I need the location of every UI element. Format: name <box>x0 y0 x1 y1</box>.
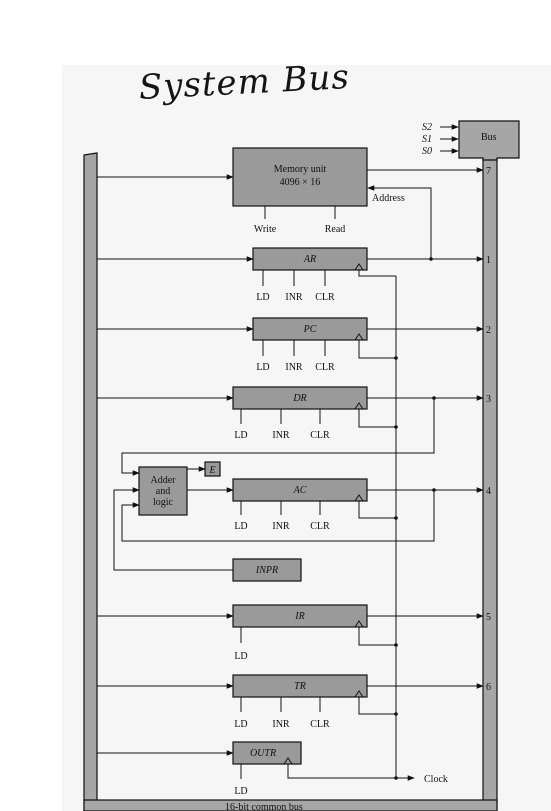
register-outr-label: OUTR <box>250 748 276 759</box>
register-ar-ld: LD <box>256 292 269 303</box>
clock-line: Clock <box>395 276 448 785</box>
bus-select-box <box>458 120 520 161</box>
memory-write-label: Write <box>254 224 277 235</box>
bus-number-6: 6 <box>486 682 491 693</box>
register-ar-clr: CLR <box>315 292 335 303</box>
register-pc: PC LD INR CLR <box>97 317 484 373</box>
register-ar-inr: INR <box>285 292 303 303</box>
register-outr-ld: LD <box>234 786 247 797</box>
adder-line1: Adder <box>151 475 177 486</box>
bus-number-3: 3 <box>486 394 491 405</box>
register-outr: OUTR LD <box>97 741 415 797</box>
register-ac-inr: INR <box>272 521 290 532</box>
register-pc-clr: CLR <box>315 362 335 373</box>
register-tr: TR LD INR CLR <box>97 674 484 730</box>
register-inpr-label: INPR <box>255 565 278 576</box>
register-tr-inr: INR <box>272 719 290 730</box>
left-bus-column <box>83 152 98 811</box>
select-s2: S2 <box>422 122 432 133</box>
register-ir-label: IR <box>294 611 304 622</box>
bus-number-2: 2 <box>486 325 491 336</box>
bus-number-1: 1 <box>486 255 491 266</box>
memory-address-label: Address <box>372 193 405 204</box>
register-tr-clr: CLR <box>310 719 330 730</box>
register-ir: IR LD <box>97 604 484 662</box>
register-pc-ld: LD <box>256 362 269 373</box>
register-tr-label: TR <box>294 681 306 692</box>
common-bus-caption: 16-bit common bus <box>225 802 303 811</box>
register-ac-clr: CLR <box>310 521 330 532</box>
bus-number-7: 7 <box>486 166 491 177</box>
bus-numbers: 7 1 2 3 4 5 6 <box>486 166 491 693</box>
select-s0: S0 <box>422 146 432 157</box>
register-dr-inr: INR <box>272 430 290 441</box>
memory-unit: Memory unit 4096 × 16 Write Read Address <box>97 147 484 259</box>
register-pc-label: PC <box>303 324 317 335</box>
register-dr-ld: LD <box>234 430 247 441</box>
register-ir-ld: LD <box>234 651 247 662</box>
memory-size-label: 4096 × 16 <box>280 177 321 188</box>
adder-line3: logic <box>153 497 174 508</box>
register-ac-ld: LD <box>234 521 247 532</box>
register-ar-label: AR <box>303 254 316 265</box>
memory-unit-label: Memory unit <box>274 164 327 175</box>
bus-number-5: 5 <box>486 612 491 623</box>
register-inpr: INPR <box>113 487 302 582</box>
memory-read-label: Read <box>325 224 346 235</box>
register-tr-ld: LD <box>234 719 247 730</box>
register-dr-clr: CLR <box>310 430 330 441</box>
clock-label: Clock <box>424 774 448 785</box>
select-s1: S1 <box>422 134 432 145</box>
bus-number-4: 4 <box>486 486 491 497</box>
register-ac-label: AC <box>293 485 307 496</box>
register-pc-inr: INR <box>285 362 303 373</box>
register-dr: DR LD INR CLR <box>97 386 484 476</box>
bus-box-label: Bus <box>481 132 497 143</box>
adder-logic: Adder and logic E <box>138 461 234 516</box>
e-flag-label: E <box>208 465 215 476</box>
register-ar: AR LD INR CLR <box>97 247 484 303</box>
register-dr-label: DR <box>292 393 306 404</box>
adder-line2: and <box>156 486 170 497</box>
select-lines: S2 S1 S0 <box>422 122 459 157</box>
register-ac: AC LD INR CLR <box>121 478 484 542</box>
common-bus-bottom: 16-bit common bus <box>83 799 498 811</box>
